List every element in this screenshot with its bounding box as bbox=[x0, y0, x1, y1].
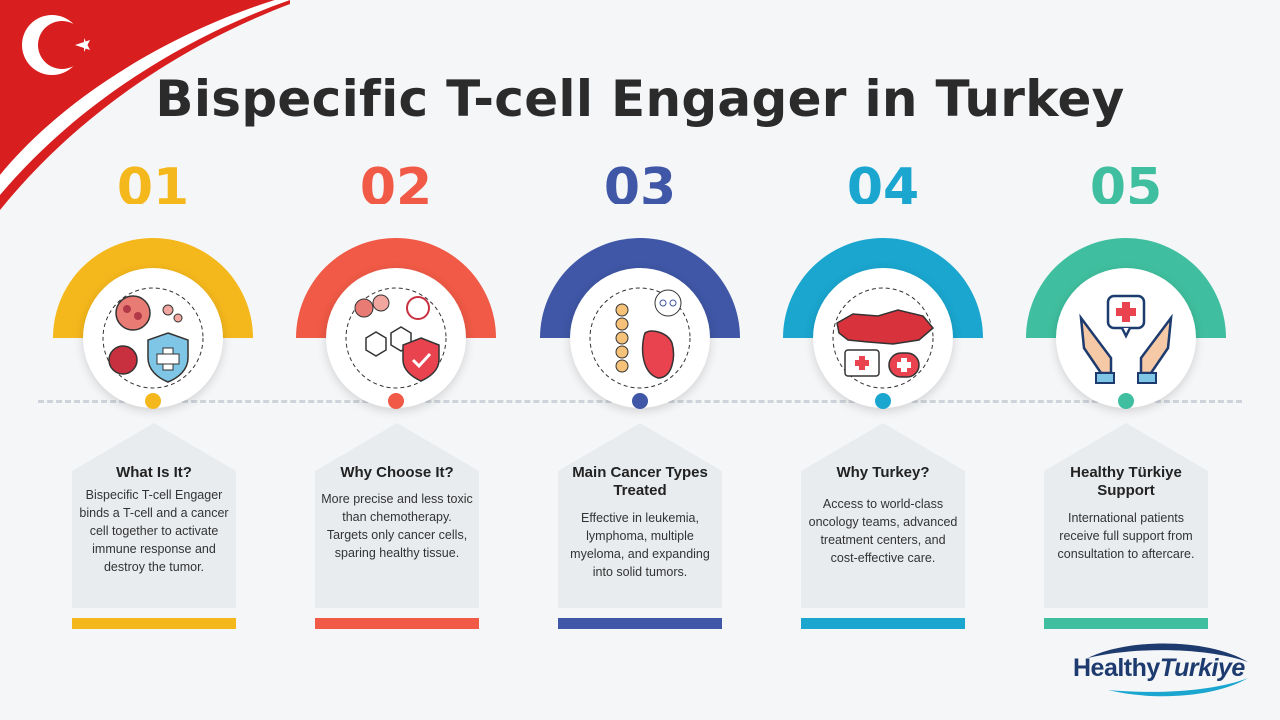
card-body: Effective in leukemia, lymphoma, multipl… bbox=[570, 511, 710, 579]
page-title: Bispecific T-cell Engager in Turkey bbox=[155, 70, 1125, 128]
turkey-flag-icon bbox=[0, 0, 290, 210]
card-heading: Healthy Türkiye Support bbox=[1070, 464, 1182, 499]
logo-text-healthy: Healthy bbox=[1073, 654, 1160, 682]
step-icon-circle bbox=[83, 268, 223, 408]
step-number: 03 bbox=[603, 158, 677, 204]
card-heading: Main Cancer Types Treated bbox=[572, 464, 708, 499]
healthy-turkiye-logo: HealthyTurkiye bbox=[1068, 640, 1258, 700]
molecule-shield-icon bbox=[345, 287, 447, 389]
timeline-dot bbox=[875, 393, 891, 409]
step-icon-circle bbox=[1056, 268, 1196, 408]
step-icon-circle bbox=[570, 268, 710, 408]
step-number: 01 bbox=[116, 158, 190, 204]
card-why-choose-it: Why Choose It? More precise and less tox… bbox=[315, 423, 479, 608]
organs-icon bbox=[589, 287, 691, 389]
step-number: 02 bbox=[359, 158, 433, 204]
timeline-dot bbox=[388, 393, 404, 409]
logo-swoosh-icon bbox=[1088, 643, 1248, 697]
card-body: More precise and less toxic than chemoth… bbox=[321, 492, 473, 560]
card-accent-bar bbox=[72, 618, 236, 629]
card-heading: Why Choose It? bbox=[340, 464, 454, 481]
card-healthy-turkiye-support: Healthy Türkiye Support International pa… bbox=[1044, 423, 1208, 608]
card-cancer-types: Main Cancer Types Treated Effective in l… bbox=[558, 423, 722, 608]
card-accent-bar bbox=[315, 618, 479, 629]
card-body: Bispecific T-cell Engager binds a T-cell… bbox=[79, 488, 229, 574]
card-accent-bar bbox=[558, 618, 722, 629]
card-accent-bar bbox=[1044, 618, 1208, 629]
card-heading: Why Turkey? bbox=[836, 464, 930, 481]
card-what-is-it: What Is It? Bispecific T-cell Engager bi… bbox=[72, 423, 236, 608]
logo-text-turkiye: Turkiye bbox=[1159, 654, 1245, 682]
card-body: Access to world-class oncology teams, ad… bbox=[808, 497, 958, 565]
t-cell-shield-icon bbox=[102, 287, 204, 389]
step-number: 04 bbox=[846, 158, 920, 204]
hands-medical-icon bbox=[1079, 294, 1173, 384]
card-accent-bar bbox=[801, 618, 965, 629]
timeline-dot bbox=[1118, 393, 1134, 409]
card-why-turkey: Why Turkey? Access to world-class oncolo… bbox=[801, 423, 965, 608]
card-heading: What Is It? bbox=[116, 464, 192, 481]
timeline-dot bbox=[145, 393, 161, 409]
step-icon-circle bbox=[326, 268, 466, 408]
card-body: International patients receive full supp… bbox=[1057, 511, 1195, 561]
turkey-map-medical-icon bbox=[832, 287, 935, 389]
step-number: 05 bbox=[1089, 158, 1163, 204]
timeline-dot bbox=[632, 393, 648, 409]
step-icon-circle bbox=[813, 268, 953, 408]
